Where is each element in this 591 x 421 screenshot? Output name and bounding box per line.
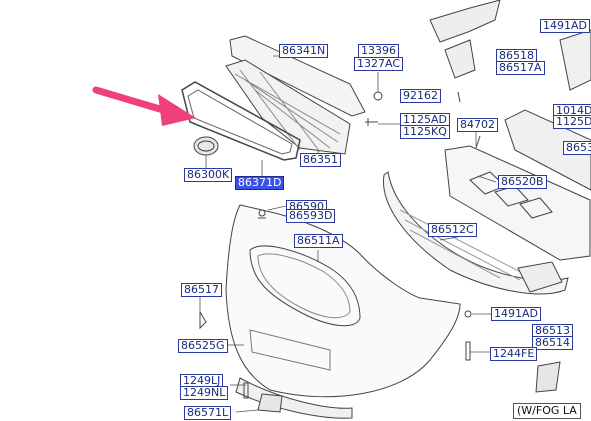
label-86514[interactable]: 86514 — [532, 336, 573, 350]
label-1244FE[interactable]: 1244FE — [490, 347, 538, 361]
label-86571L[interactable]: 86571L — [184, 406, 232, 420]
grille-frame-outline — [181, 81, 301, 161]
pointer-arrow-icon — [92, 86, 196, 126]
label-13396[interactable]: 13396 — [358, 44, 399, 58]
label-1125KQ[interactable]: 1125KQ — [400, 125, 450, 139]
label-1125D[interactable]: 1125D — [553, 115, 591, 129]
clip-13396 — [373, 91, 383, 101]
label-92162[interactable]: 92162 — [400, 89, 441, 103]
label-1249NL[interactable]: 1249NL — [180, 386, 229, 400]
label-86520B[interactable]: 86520B — [498, 175, 547, 189]
label-84702[interactable]: 84702 — [457, 118, 498, 132]
upper-bracket-outline — [429, 0, 501, 43]
label-1491AD-top[interactable]: 1491AD — [540, 19, 590, 33]
label-8653[interactable]: 8653 — [563, 141, 591, 155]
label-86518[interactable]: 86518 — [496, 49, 537, 63]
fog-lamp-note: (W/FOG LA — [513, 403, 581, 419]
label-1249LJ[interactable]: 1249LJ — [180, 374, 224, 388]
clip-86517 — [199, 310, 207, 330]
label-86341N[interactable]: 86341N — [279, 44, 329, 58]
screw-86590 — [258, 209, 266, 217]
label-1491AD[interactable]: 1491AD — [491, 307, 541, 321]
label-86517[interactable]: 86517 — [181, 283, 222, 297]
bumper-cover-outline — [225, 204, 461, 398]
grille-bracket-outline — [229, 35, 366, 117]
label-86351[interactable]: 86351 — [300, 153, 341, 167]
label-86512C[interactable]: 86512C — [428, 223, 477, 237]
upper-grille-outline — [225, 59, 351, 155]
label-86593D[interactable]: 86593D — [286, 209, 336, 223]
beam-outline — [504, 109, 591, 191]
label-86517A[interactable]: 86517A — [496, 61, 545, 75]
label-86371D-selected[interactable]: 86371D — [235, 176, 285, 190]
label-86511A[interactable]: 86511A — [294, 234, 343, 248]
label-86300K[interactable]: 86300K — [184, 168, 233, 182]
label-1327AC[interactable]: 1327AC — [354, 57, 404, 71]
label-86525G[interactable]: 86525G — [178, 339, 228, 353]
label-1125AD[interactable]: 1125AD — [400, 113, 450, 127]
label-1014D[interactable]: 1014D — [553, 104, 591, 118]
